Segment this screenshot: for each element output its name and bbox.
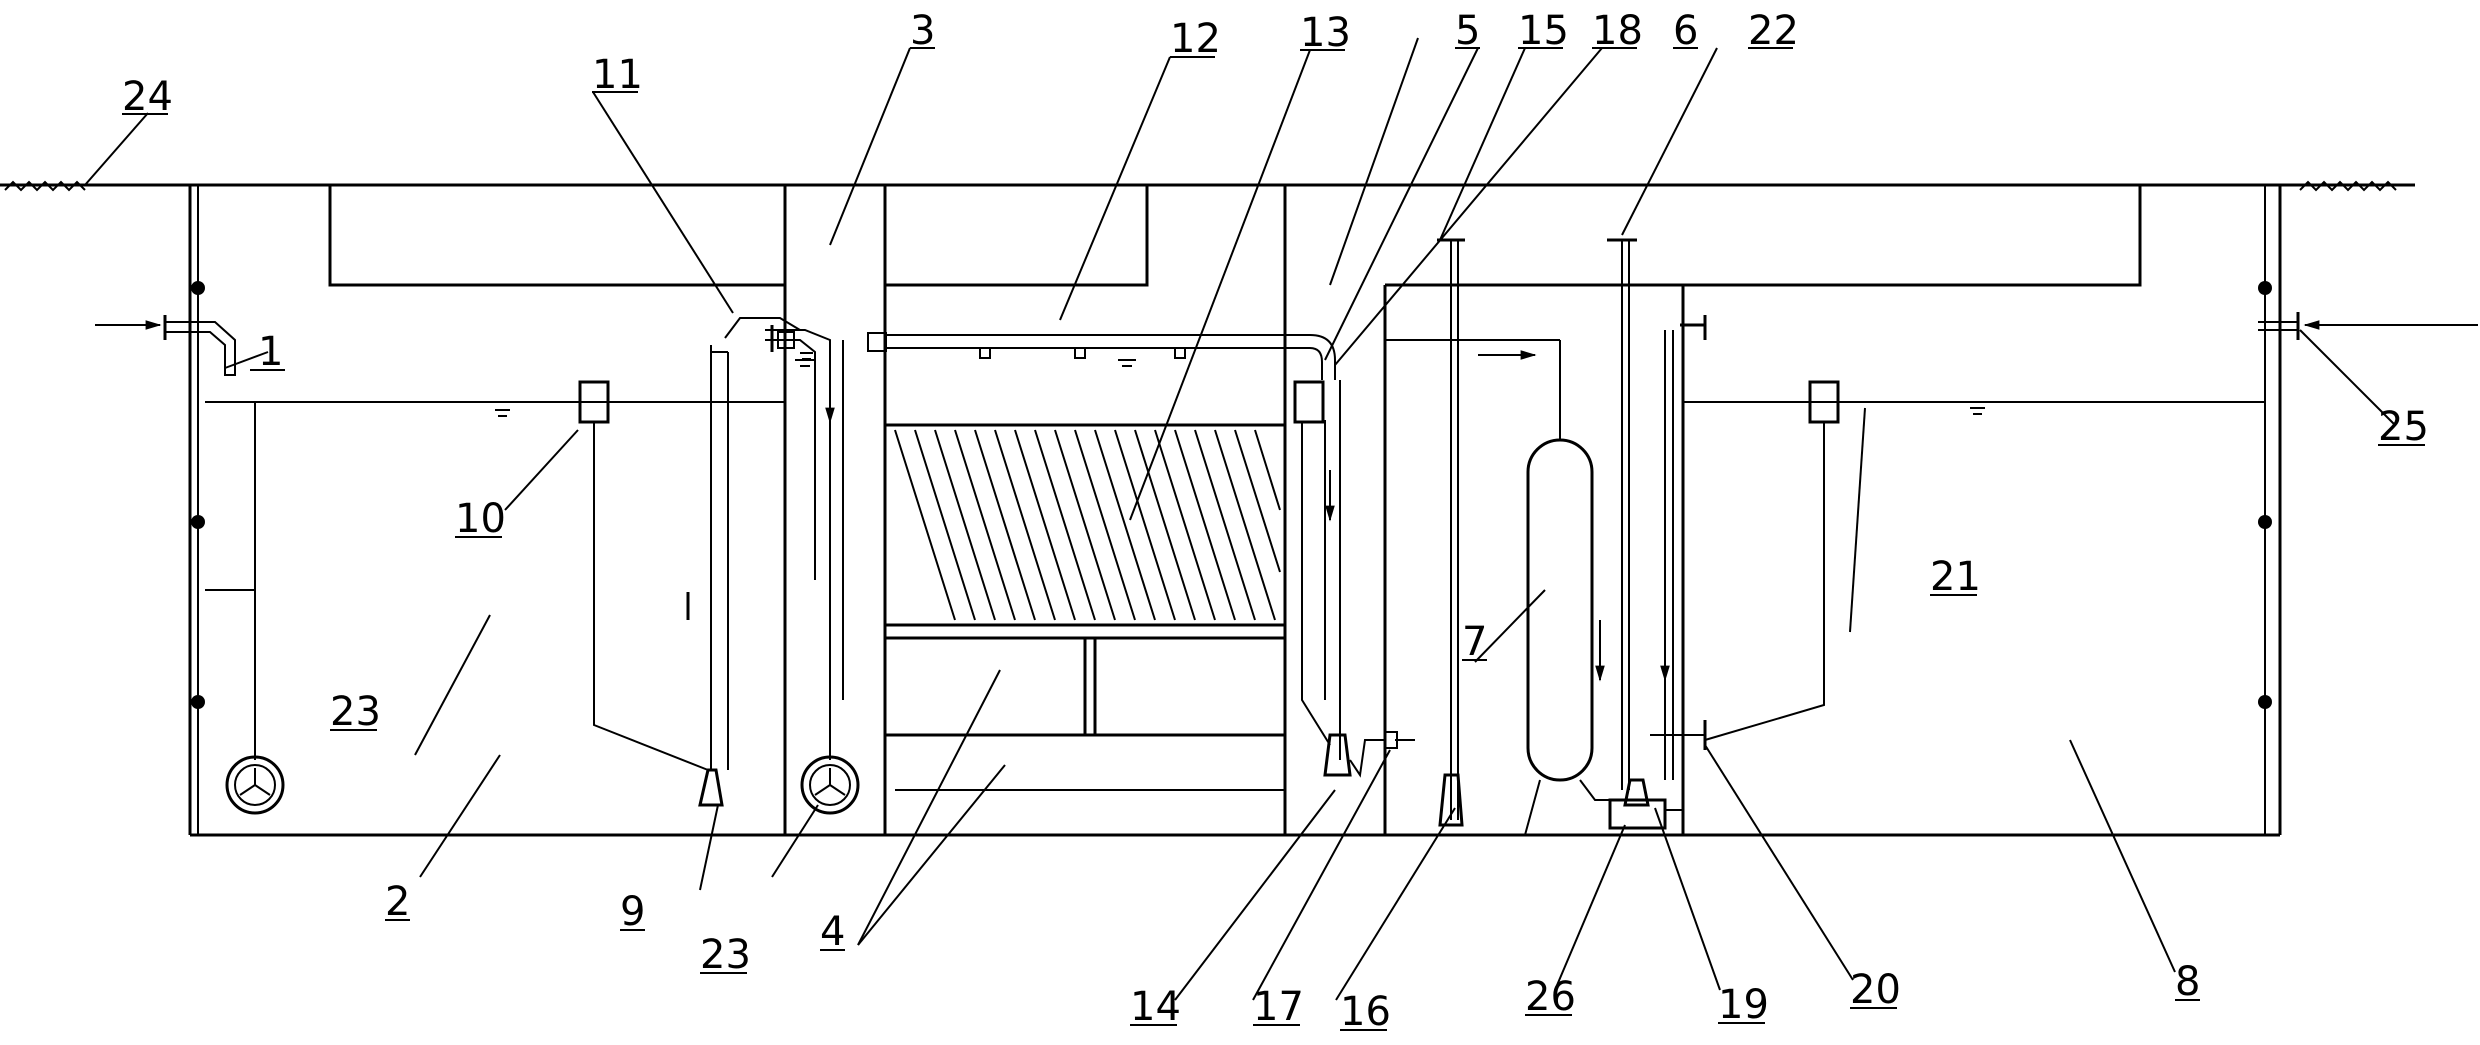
label-21: 21: [1930, 554, 1981, 600]
inlet-pipe-1: [95, 185, 236, 835]
label-3: 3: [910, 8, 935, 54]
tank-3-internals: [800, 580, 860, 815]
leader-lines: [84, 37, 2396, 1001]
tank-8-internals: [1704, 380, 1840, 741]
tank-5-internals: [1293, 380, 1415, 778]
label-1: 1: [258, 329, 283, 375]
label-12: 12: [1170, 16, 1221, 62]
water-levels: [205, 359, 2265, 417]
label-25: 25: [2378, 404, 2429, 450]
label-24: 24: [122, 74, 173, 120]
label-13: 13: [1300, 10, 1351, 56]
label-11: 11: [592, 52, 643, 98]
label-23-right: 23: [700, 932, 751, 978]
distribution-pipe-12: [867, 332, 1336, 380]
inlet-pipe-25: [2258, 185, 2478, 835]
label-16: 16: [1340, 989, 1391, 1035]
top-cover: [328, 185, 2142, 287]
label-14: 14: [1130, 984, 1181, 1030]
pipe-11: [724, 317, 844, 700]
label-7: 7: [1462, 619, 1487, 665]
label-20: 20: [1850, 967, 1901, 1013]
tank-2-internals: [205, 345, 729, 815]
ground-line: [0, 180, 2415, 192]
label-15: 15: [1518, 8, 1569, 54]
label-18: 18: [1592, 8, 1643, 54]
label-17: 17: [1253, 984, 1304, 1030]
label-6: 6: [1673, 8, 1698, 54]
label-8: 8: [2175, 959, 2200, 1005]
label-5: 5: [1455, 8, 1480, 54]
callout-labels: 24 11 3 12 13 5 15 18 6 22 1 25 10 21 7 …: [122, 8, 2429, 1035]
tank-6-internals: [1385, 238, 1707, 836]
label-23-left: 23: [330, 689, 381, 735]
label-22: 22: [1748, 8, 1799, 54]
label-9: 9: [620, 889, 645, 935]
tube-settler-13: [885, 423, 1285, 791]
label-4: 4: [820, 909, 845, 955]
label-2: 2: [385, 879, 410, 925]
label-10: 10: [455, 496, 506, 542]
label-26: 26: [1525, 974, 1576, 1020]
label-19: 19: [1718, 982, 1769, 1028]
